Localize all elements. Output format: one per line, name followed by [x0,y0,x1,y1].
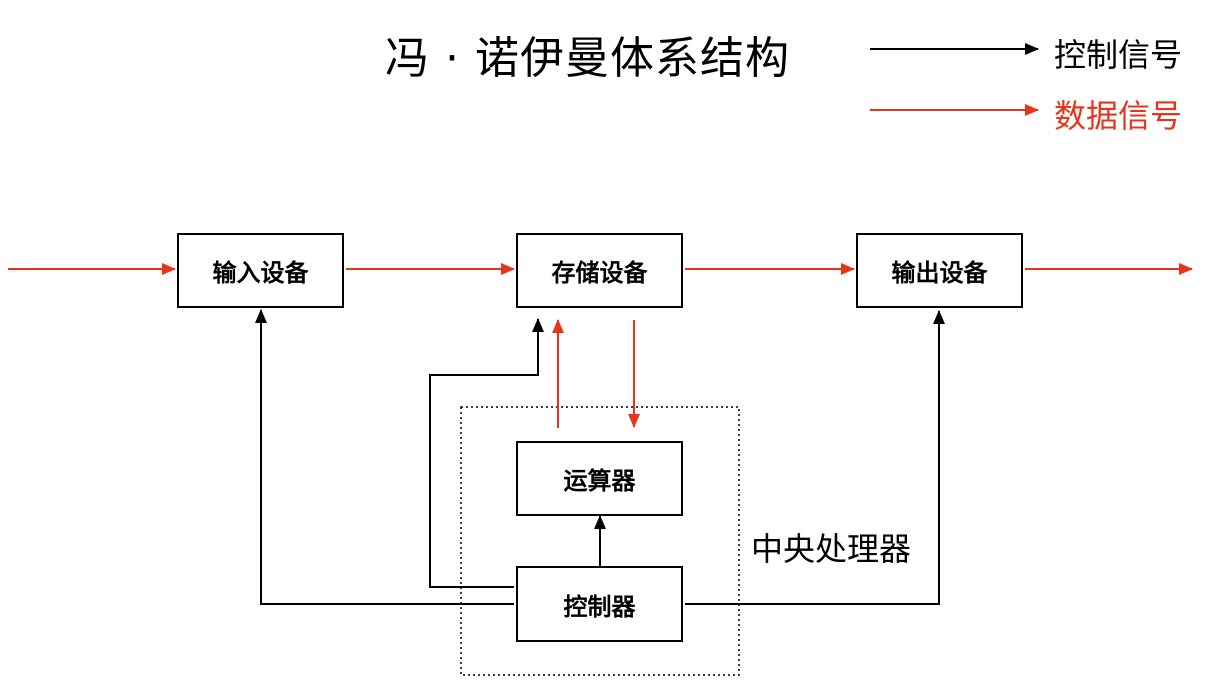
legend-data-label: 数据信号 [1054,97,1183,135]
input-device-label: 输入设备 [212,259,309,287]
controller-label: 控制器 [563,592,636,621]
controller-box: 控制器 [516,566,683,642]
control-arrow-controller-to-output [685,310,945,605]
alu-label: 运算器 [563,467,636,495]
output-device-box: 输出设备 [856,233,1023,308]
storage-device-box: 存储设备 [516,233,683,308]
cpu-group-label: 中央处理器 [751,530,912,568]
output-device-label: 输出设备 [891,259,988,287]
cpu-group-border [460,406,740,676]
legend-control-label: 控制信号 [1054,36,1183,74]
control-arrow-controller-to-input [255,309,514,605]
storage-device-label: 存储设备 [551,259,648,287]
input-device-box: 输入设备 [177,233,344,308]
control-arrow-controller-to-storage [429,318,544,588]
diagram-title: 冯 · 诺伊曼体系结构 [385,33,790,84]
alu-box: 运算器 [516,441,683,516]
